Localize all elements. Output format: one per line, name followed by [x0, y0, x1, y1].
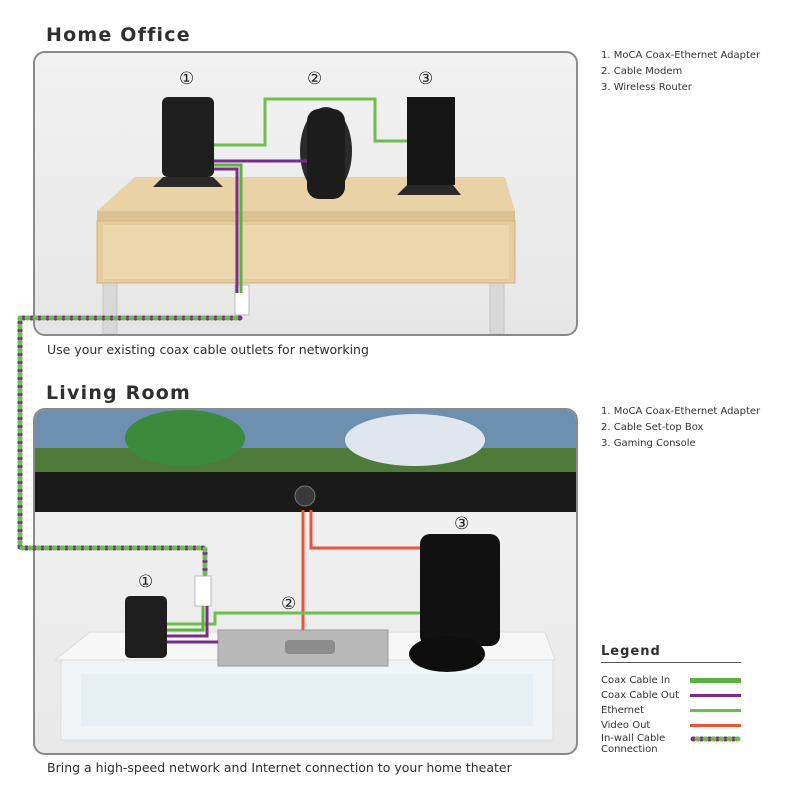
legend-label: Ethernet [601, 705, 644, 716]
legend-swatch-inwall [690, 735, 741, 743]
legend: Legend Coax Cable In Coax Cable Out Ethe… [601, 644, 741, 671]
legend-label: In-wall Cable Connection [601, 733, 683, 755]
legend-swatch-coax-in [690, 678, 741, 683]
legend-item-inwall: In-wall Cable Connection [601, 733, 741, 755]
legend-swatch-video-out [690, 724, 741, 727]
inwall-cable-green [20, 318, 240, 576]
legend-label: Coax Cable Out [601, 690, 679, 701]
legend-item-video-out: Video Out [601, 718, 741, 733]
legend-label: Coax Cable In [601, 675, 670, 686]
legend-swatch-coax-out [690, 694, 741, 697]
legend-label: Video Out [601, 720, 650, 731]
legend-item-ethernet: Ethernet [601, 703, 741, 718]
inwall-cable-purple [20, 318, 240, 576]
legend-divider [601, 662, 741, 663]
legend-item-coax-out: Coax Cable Out [601, 688, 741, 703]
legend-swatch-ethernet [690, 709, 741, 712]
legend-item-coax-in: Coax Cable In [601, 673, 741, 688]
legend-title: Legend [601, 644, 741, 659]
